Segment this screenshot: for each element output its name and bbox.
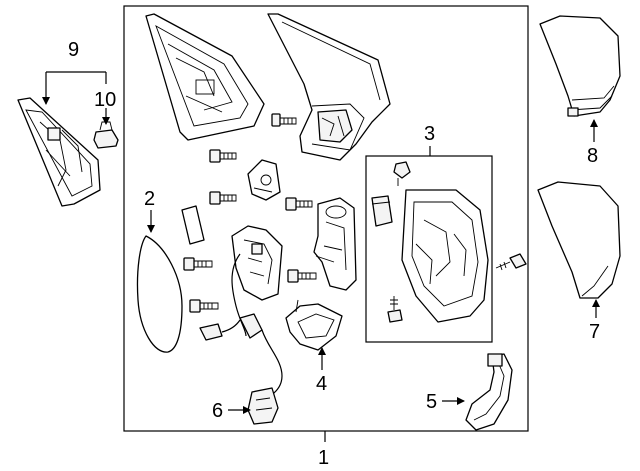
callout-4: 4	[316, 373, 327, 395]
mirror-base-cover	[17, 97, 101, 207]
puddle-lamp	[285, 299, 343, 351]
bolt	[285, 197, 313, 211]
clip-part	[93, 121, 119, 149]
bolt	[287, 269, 317, 283]
motor-bracket	[313, 197, 357, 291]
bolt	[183, 257, 213, 271]
callout-3: 3	[424, 123, 435, 145]
mirror-glass	[136, 235, 183, 353]
housing-subframe	[365, 155, 493, 343]
bolt	[209, 191, 237, 205]
bolt	[271, 113, 297, 127]
housing-clip	[371, 195, 393, 227]
callout-6: 6	[212, 400, 223, 422]
mirror-cap-upper	[539, 15, 621, 117]
callout-9: 9	[68, 39, 79, 61]
bolt	[189, 299, 219, 313]
wire-harness	[199, 253, 283, 397]
mirror-frame-bracket	[145, 13, 265, 141]
callout-7: 7	[589, 321, 600, 343]
connector	[247, 387, 279, 425]
screw	[387, 296, 403, 323]
callout-8: 8	[587, 145, 598, 167]
callout-10: 10	[94, 89, 116, 111]
mirror-motor	[231, 225, 283, 301]
mirror-base-housing	[267, 13, 391, 161]
leader-lines	[42, 71, 600, 442]
screw	[393, 161, 411, 186]
mirror-housing	[401, 189, 489, 323]
spacer-part	[181, 205, 205, 245]
callout-5: 5	[426, 391, 437, 413]
bolt	[209, 149, 237, 163]
callout-1: 1	[318, 447, 329, 469]
assembly-frame	[123, 5, 529, 432]
turn-signal-lamp	[465, 353, 513, 431]
mirror-cap-lower	[537, 181, 621, 299]
hinge-bracket	[247, 159, 281, 201]
callout-2: 2	[144, 188, 155, 210]
bolt	[495, 253, 527, 271]
